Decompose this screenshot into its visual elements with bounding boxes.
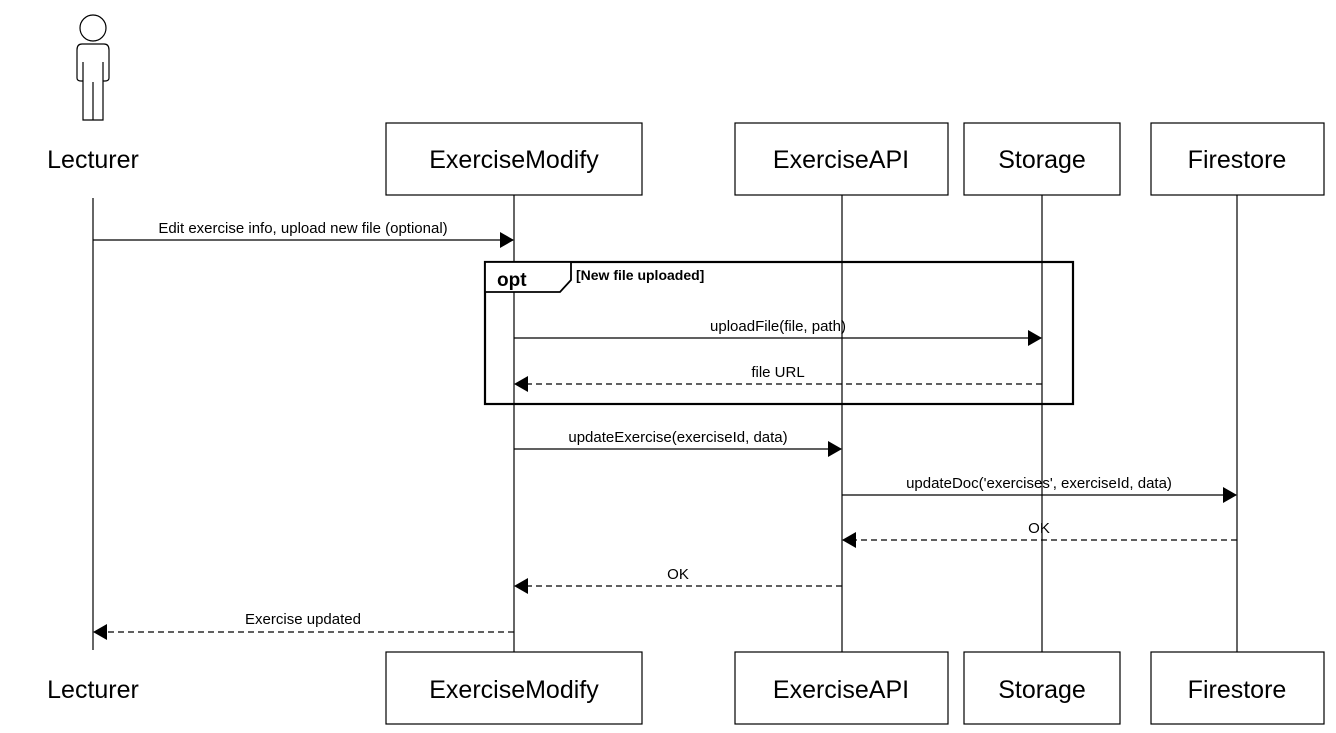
fragment-guard: [New file uploaded] — [576, 267, 704, 283]
lecturer-actor: Lecturer Lecturer — [47, 14, 139, 704]
lifelines — [92, 195, 1238, 652]
participant-label: Firestore — [1188, 676, 1287, 704]
participant-exercise-modify-top: ExerciseModify — [385, 122, 643, 196]
participant-exercise-modify-bottom: ExerciseModify — [385, 651, 643, 725]
participant-label: Storage — [998, 146, 1086, 174]
message-label-update-exercise: updateExercise(exerciseId, data) — [568, 429, 787, 446]
participant-label: ExerciseAPI — [773, 676, 909, 704]
participant-label: Storage — [998, 676, 1086, 704]
participant-firestore-top: Firestore — [1150, 122, 1325, 196]
participant-exercise-api-top: ExerciseAPI — [734, 122, 949, 196]
message-label-edit: Edit exercise info, upload new file (opt… — [158, 220, 447, 237]
message-labels: Edit exercise info, upload new file (opt… — [158, 220, 1172, 628]
participant-label: ExerciseModify — [429, 676, 599, 704]
messages — [93, 232, 1237, 640]
participant-storage-top: Storage — [963, 122, 1121, 196]
message-label-upload: uploadFile(file, path) — [710, 318, 846, 335]
participant-label: Firestore — [1188, 146, 1287, 174]
person-icon — [76, 14, 110, 121]
participant-label: ExerciseModify — [429, 146, 599, 174]
participant-label: ExerciseAPI — [773, 146, 909, 174]
participant-storage-bottom: Storage — [963, 651, 1121, 725]
message-label-exercise-updated: Exercise updated — [245, 611, 361, 628]
opt-fragment: opt [New file uploaded] — [483, 260, 1075, 406]
fragment-keyword: opt — [497, 270, 527, 291]
message-label-update-doc: updateDoc('exercises', exerciseId, data) — [906, 475, 1172, 492]
lecturer-label-top: Lecturer — [47, 146, 139, 174]
participant-firestore-bottom: Firestore — [1150, 651, 1325, 725]
message-label-ok-api: OK — [667, 566, 689, 583]
message-label-ok-firestore: OK — [1028, 520, 1050, 537]
participant-exercise-api-bottom: ExerciseAPI — [734, 651, 949, 725]
lecturer-label-bottom: Lecturer — [47, 676, 139, 704]
message-label-file-url: file URL — [751, 364, 804, 381]
